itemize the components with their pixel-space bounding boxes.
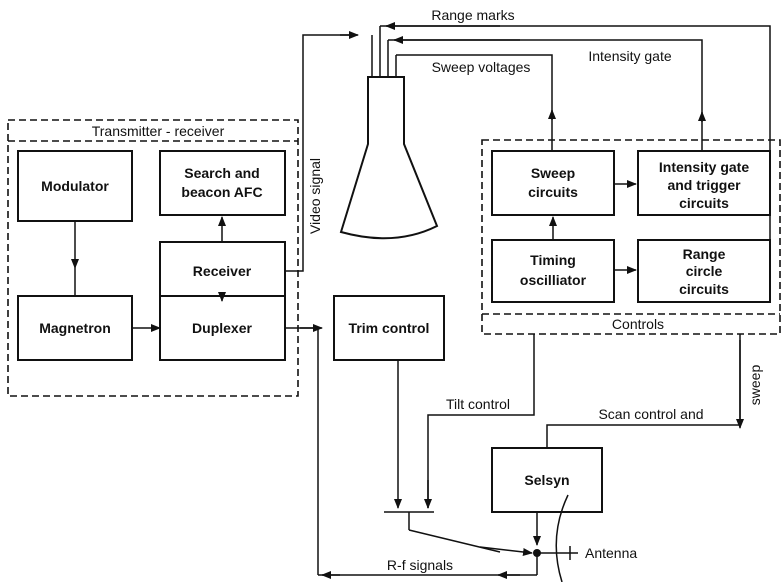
range-label-2: circle [686,263,723,279]
transmitter-receiver-label: Transmitter - receiver [92,123,225,139]
modulator-block [17,150,133,222]
intensity-label-2: and trigger [667,177,741,193]
sweep-label-2: circuits [528,184,578,200]
tilt-control-label: Tilt control [446,396,510,412]
intensity-gate-signal-label: Intensity gate [588,48,671,64]
video-signal-label: Video signal [307,158,323,234]
controls-label: Controls [612,316,664,332]
scan-control-label: Scan control and [598,406,703,422]
crt-tube [339,76,439,240]
controls-group [481,139,781,335]
receiver-label: Receiver [193,263,252,279]
trim-control-block [333,295,445,361]
selsyn-block [491,447,603,513]
timing-label-1: Timing [530,252,576,268]
range-label-1: Range [683,246,726,262]
magnetron-label: Magnetron [39,320,111,336]
sweep-signal-label: sweep [747,365,763,406]
intensity-label-1: Intensity gate [659,159,749,175]
search-afc-label-1: Search and [184,165,259,181]
antenna-reflector [555,494,569,582]
range-label-3: circuits [679,281,729,297]
sweep-label-1: Sweep [531,165,575,181]
timing-label-2: oscilliator [520,272,587,288]
search-afc-label-2: beacon AFC [181,184,262,200]
trim-control-label: Trim control [349,320,430,336]
search-beacon-afc-block [159,150,286,216]
timing-oscillator-block [491,239,615,303]
intensity-label-3: circuits [679,195,729,211]
intensity-gate-trigger-block [637,150,771,216]
duplexer-label: Duplexer [192,320,252,336]
selsyn-label: Selsyn [524,472,569,488]
antenna-label: Antenna [585,545,637,561]
sweep-circuits-block [491,150,615,216]
rf-signals-label: R-f signals [387,557,453,573]
range-circle-circuits-block [637,239,771,303]
transmitter-receiver-group [7,119,299,397]
sweep-voltages-label: Sweep voltages [432,59,531,75]
modulator-label: Modulator [41,178,109,194]
range-marks-label: Range marks [431,7,514,23]
